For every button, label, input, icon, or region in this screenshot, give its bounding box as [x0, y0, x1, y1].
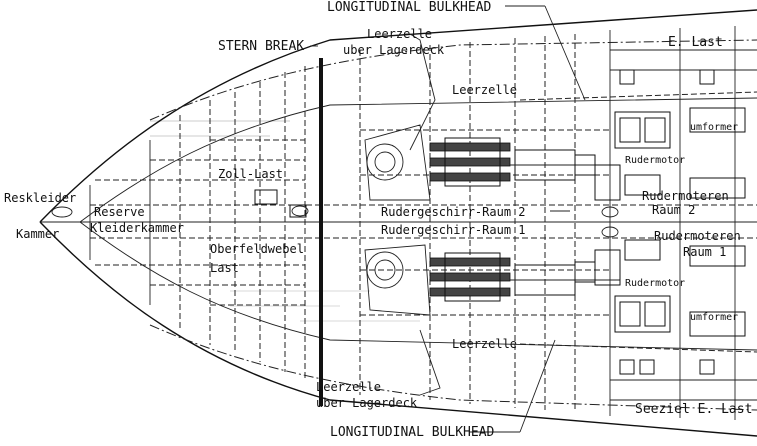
- label-oberfeldwebel-2: Last: [210, 261, 239, 275]
- frame-grid: [89, 26, 757, 420]
- label-leerzelle-lagerdeck-top-2: uber Lagerdeck: [343, 43, 445, 57]
- stern-break-line: [319, 58, 323, 406]
- label-rudermotoren-raum2-a: Rudermoteren: [642, 189, 729, 203]
- label-oberfeldwebel-1: Oberfeldwebel: [210, 242, 304, 256]
- label-seeziel-e-last: Seeziel E. Last: [635, 402, 752, 417]
- label-zoll-last: Zoll-Last: [218, 167, 283, 181]
- label-rudermotoren-raum1-b: Raum 1: [683, 245, 726, 259]
- label-leerzelle-bottom: Leerzelle: [452, 337, 517, 351]
- label-rudergeschirr-raum2: Rudergeschirr-Raum 2: [381, 205, 526, 219]
- label-leerzelle-top: Leerzelle: [452, 83, 517, 97]
- label-umformer-bottom: umformer: [690, 312, 738, 323]
- labels: LONGITUDINAL BULKHEAD STERN BREAK Leerze…: [4, 0, 752, 440]
- label-stern-break: STERN BREAK: [218, 39, 304, 54]
- label-reserve-1: Reserve: [94, 205, 145, 219]
- label-rudermotor-top: Rudermotor: [625, 155, 685, 166]
- hatches: [51, 205, 619, 238]
- label-rudermotoren-raum2-b: Raum 2: [652, 203, 695, 217]
- label-leerzelle-lagerdeck-bottom-2: uber Lagerdeck: [316, 396, 418, 410]
- label-leerzelle-lagerdeck-bottom-1: Leerzelle: [316, 380, 381, 394]
- label-leerzelle-lagerdeck-top-1: Leerzelle: [367, 27, 432, 41]
- rudder-gear-lower: [364, 239, 661, 316]
- label-reserve-2: Kleiderkammer: [90, 221, 184, 235]
- leader-lines: [310, 5, 586, 433]
- label-longitudinal-bulkhead-bottom: LONGITUDINAL BULKHEAD: [330, 425, 495, 440]
- rudder-gear-upper: [364, 124, 661, 201]
- rudermotor-boxes: [614, 69, 746, 375]
- label-e-last: E. Last: [668, 35, 723, 50]
- label-rudermotor-bottom: Rudermotor: [625, 278, 685, 289]
- label-reskleider-1: Reskleider: [4, 191, 76, 205]
- label-rudermotoren-raum1-a: Rudermoteren: [654, 229, 741, 243]
- label-reskleider-2: Kammer: [16, 227, 59, 241]
- label-rudergeschirr-raum1: Rudergeschirr-Raum 1: [381, 223, 526, 237]
- label-longitudinal-bulkhead-top: LONGITUDINAL BULKHEAD: [327, 0, 492, 15]
- label-umformer-top: umformer: [690, 122, 738, 133]
